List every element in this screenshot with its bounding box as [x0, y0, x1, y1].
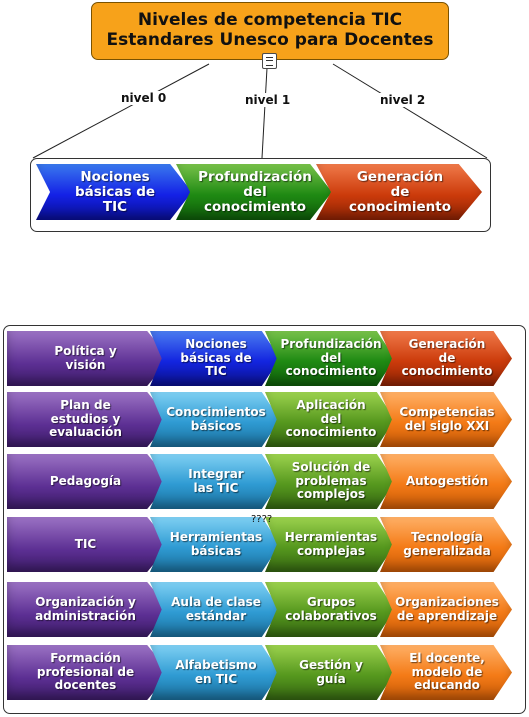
grid-cell-r1-generacion[interactable]: Competencias del siglo XXI — [380, 392, 512, 447]
root-topic[interactable]: Niveles de competencia TIC Estandares Un… — [91, 2, 449, 60]
grid-header-profundizacion[interactable]: Profundización del conocimiento — [265, 331, 395, 386]
grid-cell-r2-profundizacion[interactable]: Solución de problemas complejos — [265, 454, 395, 509]
grid-cell-r5-nociones[interactable]: Alfabetismo en TIC — [150, 645, 280, 700]
level-label-1: nivel 1 — [243, 93, 293, 107]
grid-cell-r2-generacion[interactable]: Autogestión — [380, 454, 512, 509]
root-title-line1: Niveles de competencia TIC — [137, 10, 403, 30]
grid-header-generacion[interactable]: Generación de conocimiento — [380, 331, 512, 386]
level-label-0: nivel 0 — [119, 91, 169, 105]
chevron-generacion[interactable]: Generación de conocimiento — [316, 164, 482, 220]
grid-cell-r3-nociones[interactable]: Herramientas básicas — [150, 517, 280, 572]
grid-cell-r3-category[interactable]: TIC — [7, 517, 170, 572]
grid-cell-r5-profundizacion[interactable]: Gestión y guía — [265, 645, 395, 700]
grid-cell-r2-category[interactable]: Pedagogía — [7, 454, 170, 509]
root-title-line2: Estandares Unesco para Docentes — [106, 30, 434, 50]
grid-cell-r3-profundizacion[interactable]: Herramientas complejas — [265, 517, 395, 572]
grid-cell-r1-profundizacion[interactable]: Aplicación del conocimiento — [265, 392, 395, 447]
grid-cell-r3-generacion[interactable]: Tecnología generalizada — [380, 517, 512, 572]
grid-cell-r1-category[interactable]: Plan de estudios y evaluación — [7, 392, 170, 447]
chevron-nociones-basicas[interactable]: Nociones básicas de TIC — [36, 164, 192, 220]
grid-header-category[interactable]: Política y visión — [7, 331, 170, 386]
grid-cell-r1-nociones[interactable]: Conocimientos básicos — [150, 392, 280, 447]
note-document-icon[interactable] — [262, 53, 277, 69]
grid-cell-r5-generacion[interactable]: El docente, modelo de educando — [380, 645, 512, 700]
chevron-profundizacion[interactable]: Profundización del conocimiento — [176, 164, 332, 220]
placeholder-note: ???? — [251, 514, 273, 525]
grid-cell-r4-category[interactable]: Organización y administración — [7, 582, 170, 637]
grid-cell-r2-nociones[interactable]: Integrar las TIC — [150, 454, 280, 509]
level-label-2: nivel 2 — [378, 93, 428, 107]
grid-cell-r4-nociones[interactable]: Aula de clase estándar — [150, 582, 280, 637]
grid-cell-r4-profundizacion[interactable]: Grupos colaborativos — [265, 582, 395, 637]
grid-header-nociones[interactable]: Nociones básicas de TIC — [150, 331, 280, 386]
grid-cell-r5-category[interactable]: Formación profesional de docentes — [7, 645, 170, 700]
grid-cell-r4-generacion[interactable]: Organizaciones de aprendizaje — [380, 582, 512, 637]
